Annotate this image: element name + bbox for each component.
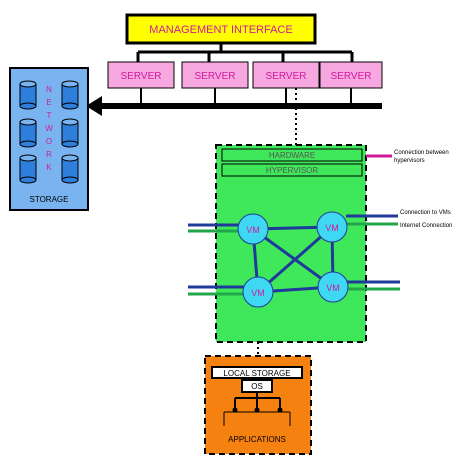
hypervisor-label: HYPERVISOR	[266, 166, 319, 175]
server-label-2: SERVER	[195, 71, 236, 82]
vm-label: VM	[326, 283, 340, 293]
external-links	[188, 214, 400, 296]
legend-internet-connection: Internet Connection	[400, 223, 452, 229]
disk-icon	[19, 154, 37, 184]
vm-label: VM	[325, 223, 339, 233]
disk-icon	[61, 154, 79, 184]
storage-disks	[19, 80, 79, 184]
os-label: OS	[251, 382, 263, 391]
network-letter: T	[47, 111, 52, 120]
network-letter: W	[45, 124, 53, 133]
host-box	[215, 144, 367, 343]
vm-node	[317, 271, 349, 303]
hardware-label: HARDWARE	[269, 151, 315, 160]
application-links	[223, 392, 291, 426]
management-interface-label: MANAGEMENT INTERFACE	[149, 24, 292, 36]
storage-bus-arrow	[86, 96, 102, 116]
vm-label: VM	[246, 225, 260, 235]
network-letter: E	[46, 98, 51, 107]
server-box-2	[181, 61, 249, 89]
server-box-1	[107, 61, 175, 89]
vm-node	[242, 276, 274, 308]
network-letter: N	[46, 85, 52, 94]
disk-icon	[19, 118, 37, 148]
network-letters: N E T W O R K	[45, 85, 53, 172]
storage-label: STORAGE	[30, 195, 69, 204]
network-letter: K	[46, 163, 52, 172]
disk-icon	[61, 80, 79, 110]
disk-icon	[19, 80, 37, 110]
server-box-4	[319, 61, 383, 89]
vm-link	[257, 225, 333, 294]
hardware-bar	[221, 148, 363, 162]
server-label-1: SERVER	[121, 71, 162, 82]
vm-label: VM	[251, 288, 265, 298]
server-row: SERVER SERVER SERVER SERVER	[107, 61, 383, 89]
local-storage-bar	[211, 366, 303, 379]
server-label-4: SERVER	[331, 71, 372, 82]
vm-nodes: VM VM VM VM	[237, 211, 349, 308]
vm-node	[237, 213, 269, 245]
disk-icon	[61, 118, 79, 148]
server-label-3: SERVER	[266, 71, 307, 82]
network-letter: R	[46, 150, 52, 159]
legend-vm-connection: Connection to VMs	[400, 210, 451, 216]
network-letter: O	[46, 137, 52, 146]
local-storage-label: LOCAL STORAGE	[223, 369, 290, 378]
hypervisor-bar	[221, 163, 363, 177]
vm-node	[316, 211, 348, 243]
vm-link	[252, 227, 334, 289]
applications-label: APPLICATIONS	[228, 435, 286, 444]
